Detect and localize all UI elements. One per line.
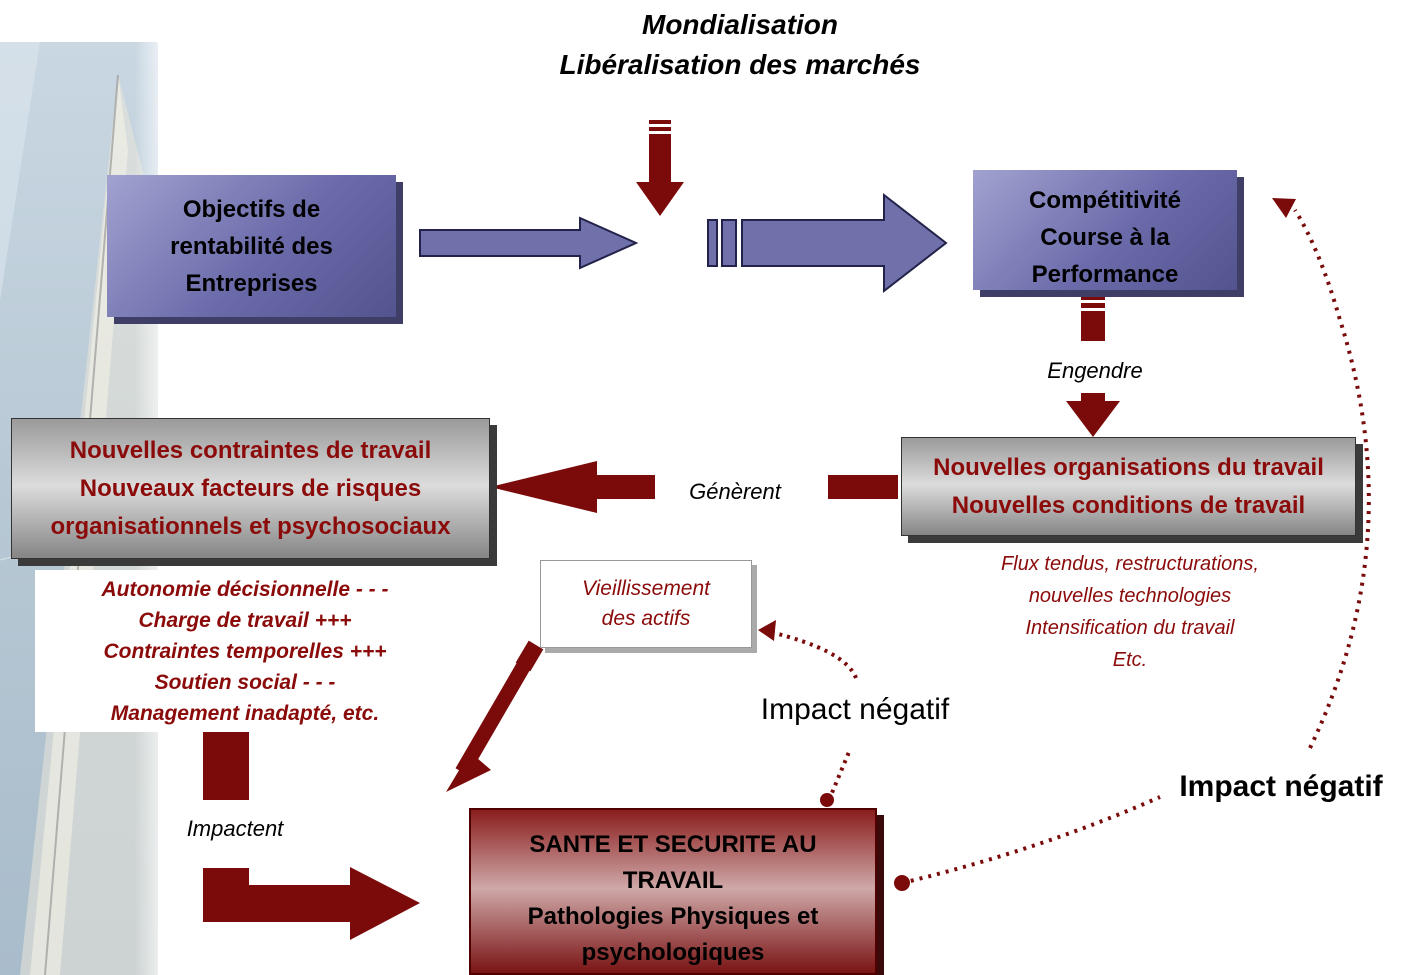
header-line-2: Libéralisation des marchés [559,49,921,80]
down-arrow-engendre [1066,295,1120,437]
competitivite-line-3: Performance [1031,260,1179,288]
dotted-connector-sante [820,751,851,807]
down-arrow-mondialisation [636,120,684,216]
contraintes-line-2: Nouveaux facteurs de risques [79,474,422,502]
contraintes-line-3: organisationnels et psychosociaux [50,512,451,540]
organisations-line-1: Nouvelles organisations du travail [933,453,1324,481]
vieillissement-line-1: Vieillissement [582,577,710,600]
dotted-arrow-competitivite [894,198,1371,891]
diagonal-arrow-vieillissement [446,640,544,792]
objectifs-line-3: Entreprises [185,269,318,297]
dotted-arrow-vieillissement [758,620,858,679]
flux-line-4: Etc. [1112,649,1148,671]
sante-line-4: psychologiques [581,938,765,966]
box-sante: SANTE ET SECURITE AU TRAVAIL Pathologies… [469,808,877,975]
contraintes-line-1: Nouvelles contraintes de travail [69,436,432,464]
label-generent: Génèrent [689,479,781,504]
label-engendre: Engendre [1047,358,1143,383]
sante-line-3: Pathologies Physiques et [527,902,819,930]
facteurs-line-3: Contraintes temporelles +++ [103,640,387,663]
competitivite-line-2: Course à la [1040,223,1170,251]
box-competitivite: Compétitivité Course à la Performance [973,170,1237,290]
note-flux: Flux tendus, restructurations, nouvelles… [925,548,1335,676]
blue-arrow-left [419,216,639,270]
sante-line-2: TRAVAIL [622,866,724,894]
flux-line-3: Intensification du travail [1025,617,1235,639]
organisations-line-2: Nouvelles conditions de travail [951,491,1306,519]
box-contraintes: Nouvelles contraintes de travail Nouveau… [11,418,490,559]
facteurs-line-2: Charge de travail +++ [138,609,352,632]
objectifs-line-1: Objectifs de [182,195,321,223]
label-impactent: Impactent [186,816,284,841]
l-arrow-impactent [203,728,420,940]
competitivite-line-1: Compétitivité [1028,186,1181,214]
box-organisations: Nouvelles organisations du travail Nouve… [901,437,1356,536]
label-impact-negatif-right: Impact négatif [1179,770,1383,803]
flux-line-2: nouvelles technologies [1028,585,1232,607]
header-title: Mondialisation Libéralisation des marché… [480,5,1000,85]
vieillissement-line-2: des actifs [601,607,691,630]
facteurs-line-4: Soutien social - - - [154,671,336,694]
objectifs-line-2: rentabilité des [170,232,333,260]
facteurs-line-5: Management inadapté, etc. [110,702,380,725]
left-arrow-generent [490,461,898,513]
blue-arrow-right [707,192,948,294]
box-vieillissement: Vieillissement des actifs [540,560,752,648]
box-objectifs: Objectifs de rentabilité des Entreprises [107,175,396,317]
label-impact-negatif-middle: Impact négatif [760,693,950,726]
sante-line-1: SANTE ET SECURITE AU [529,830,817,858]
note-facteurs: Autonomie décisionnelle - - - Charge de … [35,570,455,732]
header-line-1: Mondialisation [642,9,838,40]
flux-line-1: Flux tendus, restructurations, [1001,553,1259,575]
facteurs-line-1: Autonomie décisionnelle - - - [101,578,389,601]
